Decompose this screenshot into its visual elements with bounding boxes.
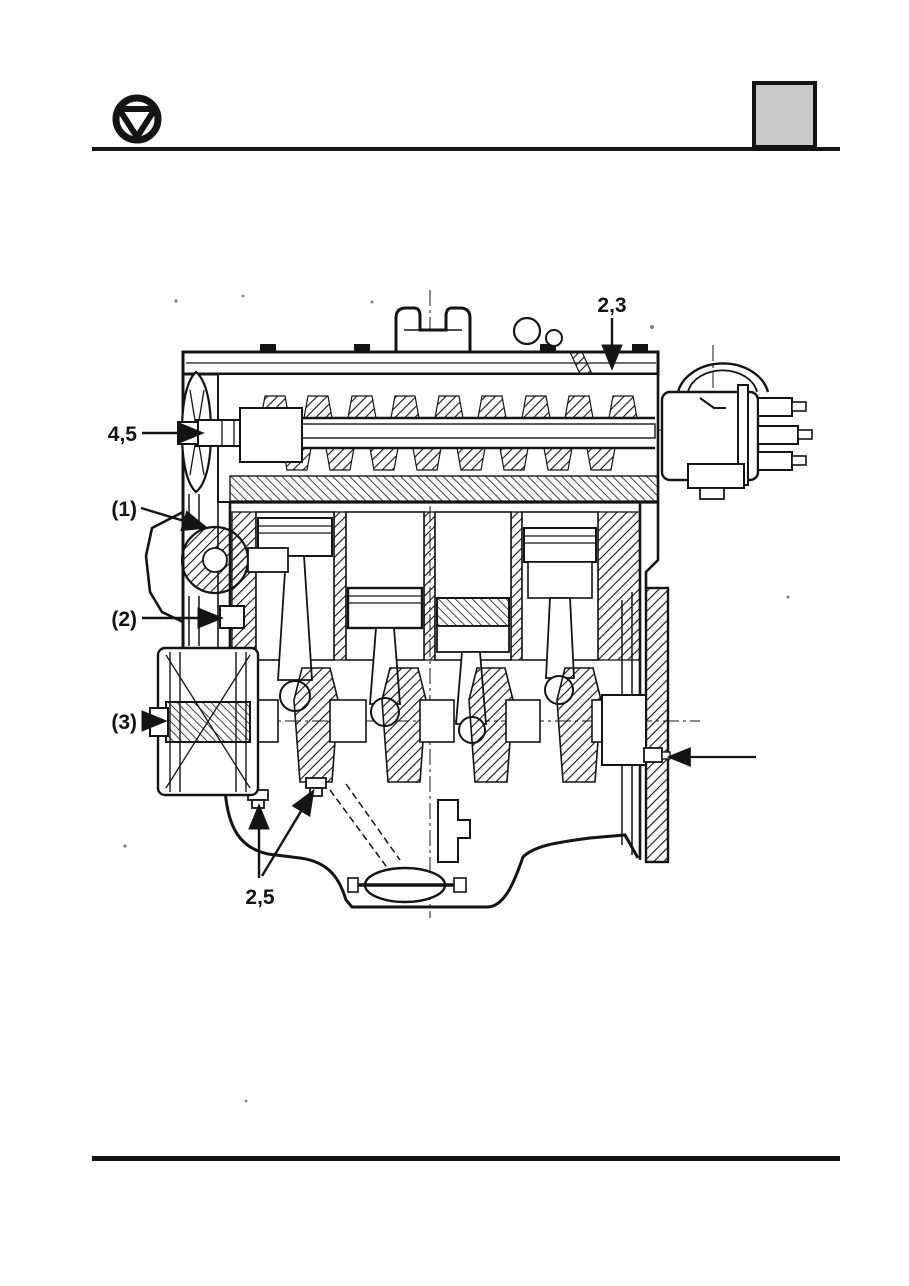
callout-1-label: (1) [111, 498, 137, 521]
intermediate-sprocket [180, 525, 289, 629]
callout-2-3-label: 2,3 [597, 294, 626, 317]
header-rule [92, 147, 840, 151]
oil-pan [223, 783, 640, 909]
distributor [660, 362, 813, 500]
callout-2-5: 2,5 [245, 788, 315, 909]
shaft-plug [219, 605, 245, 629]
callout-2: (2) [111, 607, 224, 631]
callout-2-3: 2,3 [597, 294, 627, 371]
brand-logo [111, 93, 163, 145]
triangle-in-circle-brand-icon [112, 94, 162, 144]
valve-spring-band [229, 475, 659, 503]
belt-tensioner [239, 407, 303, 463]
callout-3: (3) [111, 710, 168, 734]
callout-4-5: 4,5 [108, 422, 205, 446]
callout-2-label: (2) [111, 608, 137, 631]
callout-1: (1) [111, 498, 209, 532]
flywheel [601, 586, 671, 864]
oil-baffle-bracket [437, 799, 471, 863]
cam-lobes-upper [260, 395, 638, 419]
water-pump-housing [144, 510, 184, 624]
callouts: 2,3 4,5 (1) (2) (3) 2,5 [108, 294, 756, 909]
scan-specks [123, 294, 790, 1103]
callout-4-5-label: 4,5 [108, 423, 138, 446]
page-number-box [752, 81, 817, 149]
breather-port [512, 316, 563, 347]
oil-filler-cap [394, 306, 472, 354]
callout-3-label: (3) [111, 711, 137, 734]
footer-rule [92, 1156, 840, 1161]
crankshaft [239, 667, 627, 783]
callout-2-5-label: 2,5 [245, 886, 275, 909]
flywheel-bolt [643, 747, 663, 763]
main-bearing-bolts [247, 777, 327, 809]
crank-rear-flange [601, 694, 647, 766]
crankshaft-pulley [149, 646, 260, 797]
